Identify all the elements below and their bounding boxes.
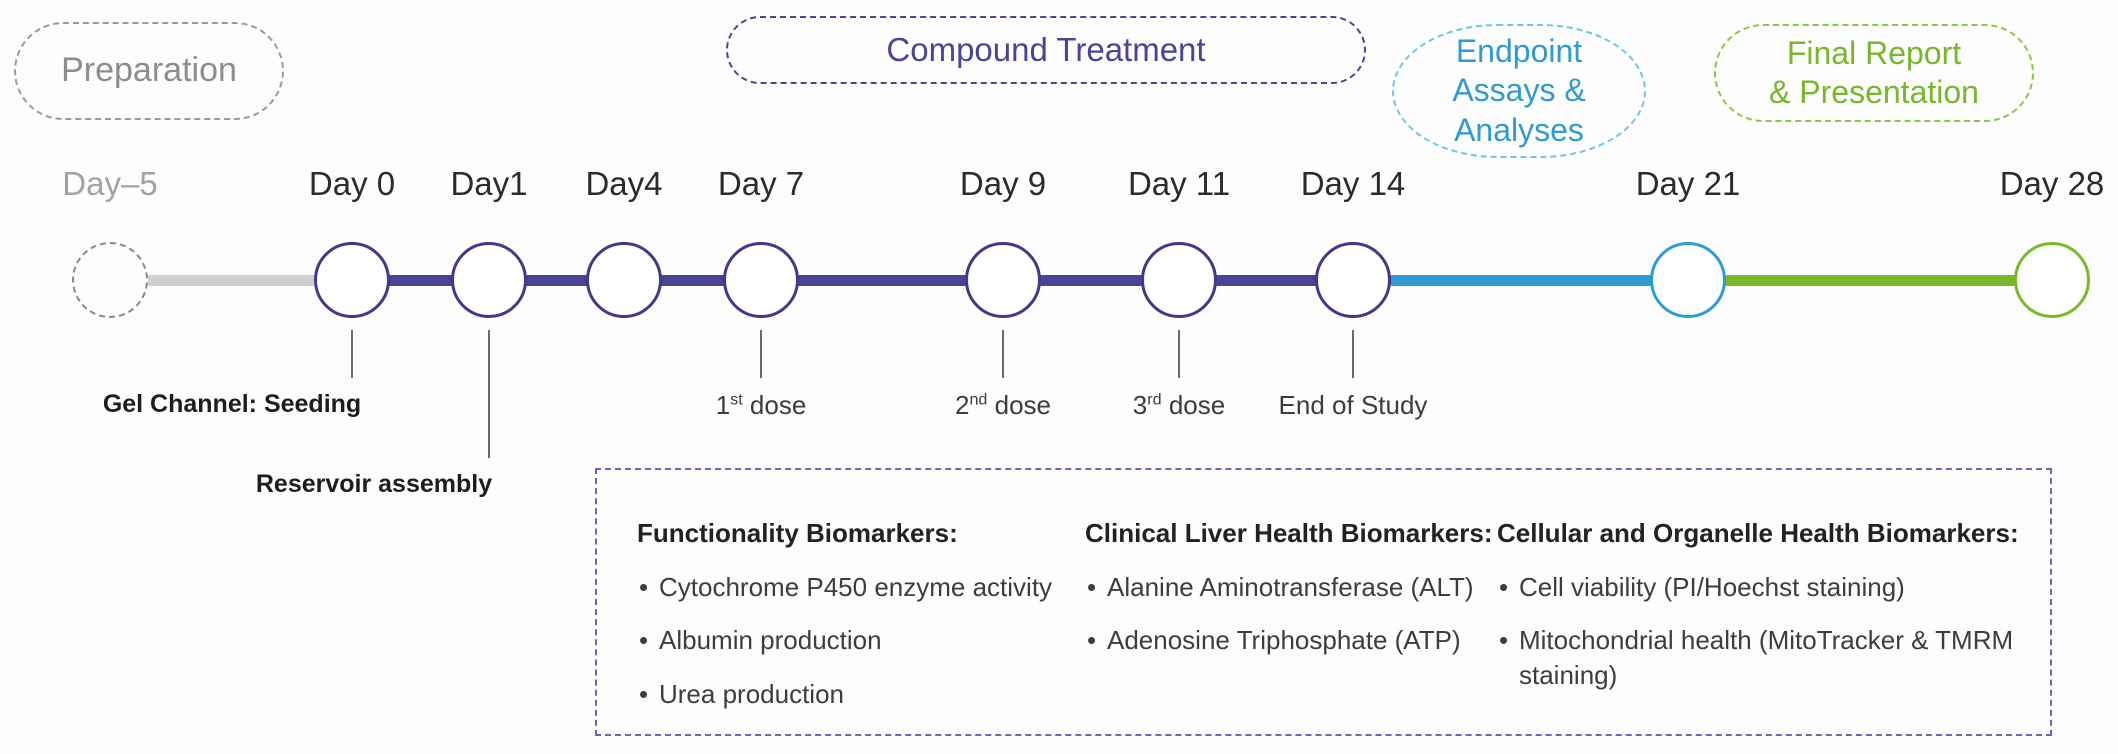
timeline-node-day-14[interactable] xyxy=(1315,242,1391,318)
day-label-day-minus-5: Day–5 xyxy=(62,165,158,202)
day-label-day-21: Day 21 xyxy=(1635,165,1741,202)
biomarker-item: Albumin production xyxy=(637,623,1067,658)
biomarker-item: Adenosine Triphosphate (ATP) xyxy=(1085,623,1495,658)
phase-label-preparation: Preparation xyxy=(61,51,237,90)
day-label-day-1: Day1 xyxy=(450,165,528,202)
day-label-day-28: Day 28 xyxy=(1999,165,2105,202)
leader-tick-first-dose xyxy=(760,330,762,378)
biomarker-item: Urea production xyxy=(637,677,1067,712)
biomarker-heading-clinical-liver-health-biomarkers: Clinical Liver Health Biomarkers: xyxy=(1085,518,1493,548)
annotation-reservoir-assembly: Reservoir assembly xyxy=(255,470,493,498)
day-label-day-4: Day4 xyxy=(585,165,663,202)
annotation-first-dose: 1st dose xyxy=(715,390,807,420)
phase-label-compound-treatment: Compound Treatment xyxy=(886,30,1206,68)
phase-label-final-report: Final Report & Presentation xyxy=(1769,34,1979,110)
timeline-node-day-11[interactable] xyxy=(1141,242,1217,318)
biomarker-heading-cellular-organelle-health-biomarkers: Cellular and Organelle Health Biomarkers… xyxy=(1497,518,2019,548)
phase-capsule-final-report: Final Report & Presentation xyxy=(1714,24,2034,122)
phase-capsule-preparation: Preparation xyxy=(14,22,284,120)
day-label-day-11: Day 11 xyxy=(1127,165,1231,202)
biomarker-heading-functionality-biomarkers: Functionality Biomarkers: xyxy=(637,518,958,548)
leader-tick-third-dose xyxy=(1178,330,1180,378)
biomarkers-panel: Functionality Biomarkers: Cytochrome P450… xyxy=(595,468,2052,736)
timeline-node-day-minus-5[interactable] xyxy=(72,242,148,318)
day-label-day-0: Day 0 xyxy=(308,165,396,202)
biomarker-column-clinical-liver-health-biomarkers: Clinical Liver Health Biomarkers: Alanine… xyxy=(1085,518,1495,677)
biomarker-item: Alanine Aminotransferase (ALT) xyxy=(1085,570,1495,605)
annotation-gel-channel-seeding: Gel Channel: Seeding xyxy=(102,390,362,418)
timeline-report-segment xyxy=(1726,274,2052,286)
timeline-node-day-9[interactable] xyxy=(965,242,1041,318)
timeline-node-day-1[interactable] xyxy=(451,242,527,318)
timeline-node-day-28[interactable] xyxy=(2014,242,2090,318)
biomarker-item: Mitochondrial health (MitoTracker & TMRM… xyxy=(1497,623,2027,692)
annotation-second-dose: 2nd dose xyxy=(955,390,1051,420)
leader-tick-end-of-study xyxy=(1352,330,1354,378)
leader-tick-reservoir-assembly xyxy=(488,330,490,458)
timeline-node-day-0[interactable] xyxy=(314,242,390,318)
timeline-treatment-segment xyxy=(318,274,1391,286)
annotation-end-of-study: End of Study xyxy=(1278,390,1428,420)
phase-label-endpoint-assays: Endpoint Assays & Analyses xyxy=(1452,33,1586,148)
timeline-prep-segment xyxy=(148,274,318,286)
biomarker-column-functionality-biomarkers: Functionality Biomarkers: Cytochrome P450… xyxy=(637,518,1067,730)
biomarker-column-cellular-organelle-health-biomarkers: Cellular and Organelle Health Biomarkers… xyxy=(1497,518,2027,711)
day-label-day-9: Day 9 xyxy=(959,165,1047,202)
timeline-node-day-21[interactable] xyxy=(1650,242,1726,318)
leader-tick-gel-channel-seeding xyxy=(351,330,353,378)
phase-capsule-endpoint-assays: Endpoint Assays & Analyses xyxy=(1392,24,1646,158)
leader-tick-second-dose xyxy=(1002,330,1004,378)
biomarker-item: Cytochrome P450 enzyme activity xyxy=(637,570,1067,605)
phase-capsule-compound-treatment: Compound Treatment xyxy=(726,16,1366,84)
annotation-third-dose: 3rd dose xyxy=(1132,390,1226,420)
day-label-day-7: Day 7 xyxy=(717,165,805,202)
timeline-endpoint-segment xyxy=(1391,274,1726,286)
biomarker-item: Cell viability (PI/Hoechst staining) xyxy=(1497,570,2027,605)
timeline-node-day-7[interactable] xyxy=(723,242,799,318)
timeline-node-day-4[interactable] xyxy=(586,242,662,318)
day-label-day-14: Day 14 xyxy=(1300,165,1406,202)
